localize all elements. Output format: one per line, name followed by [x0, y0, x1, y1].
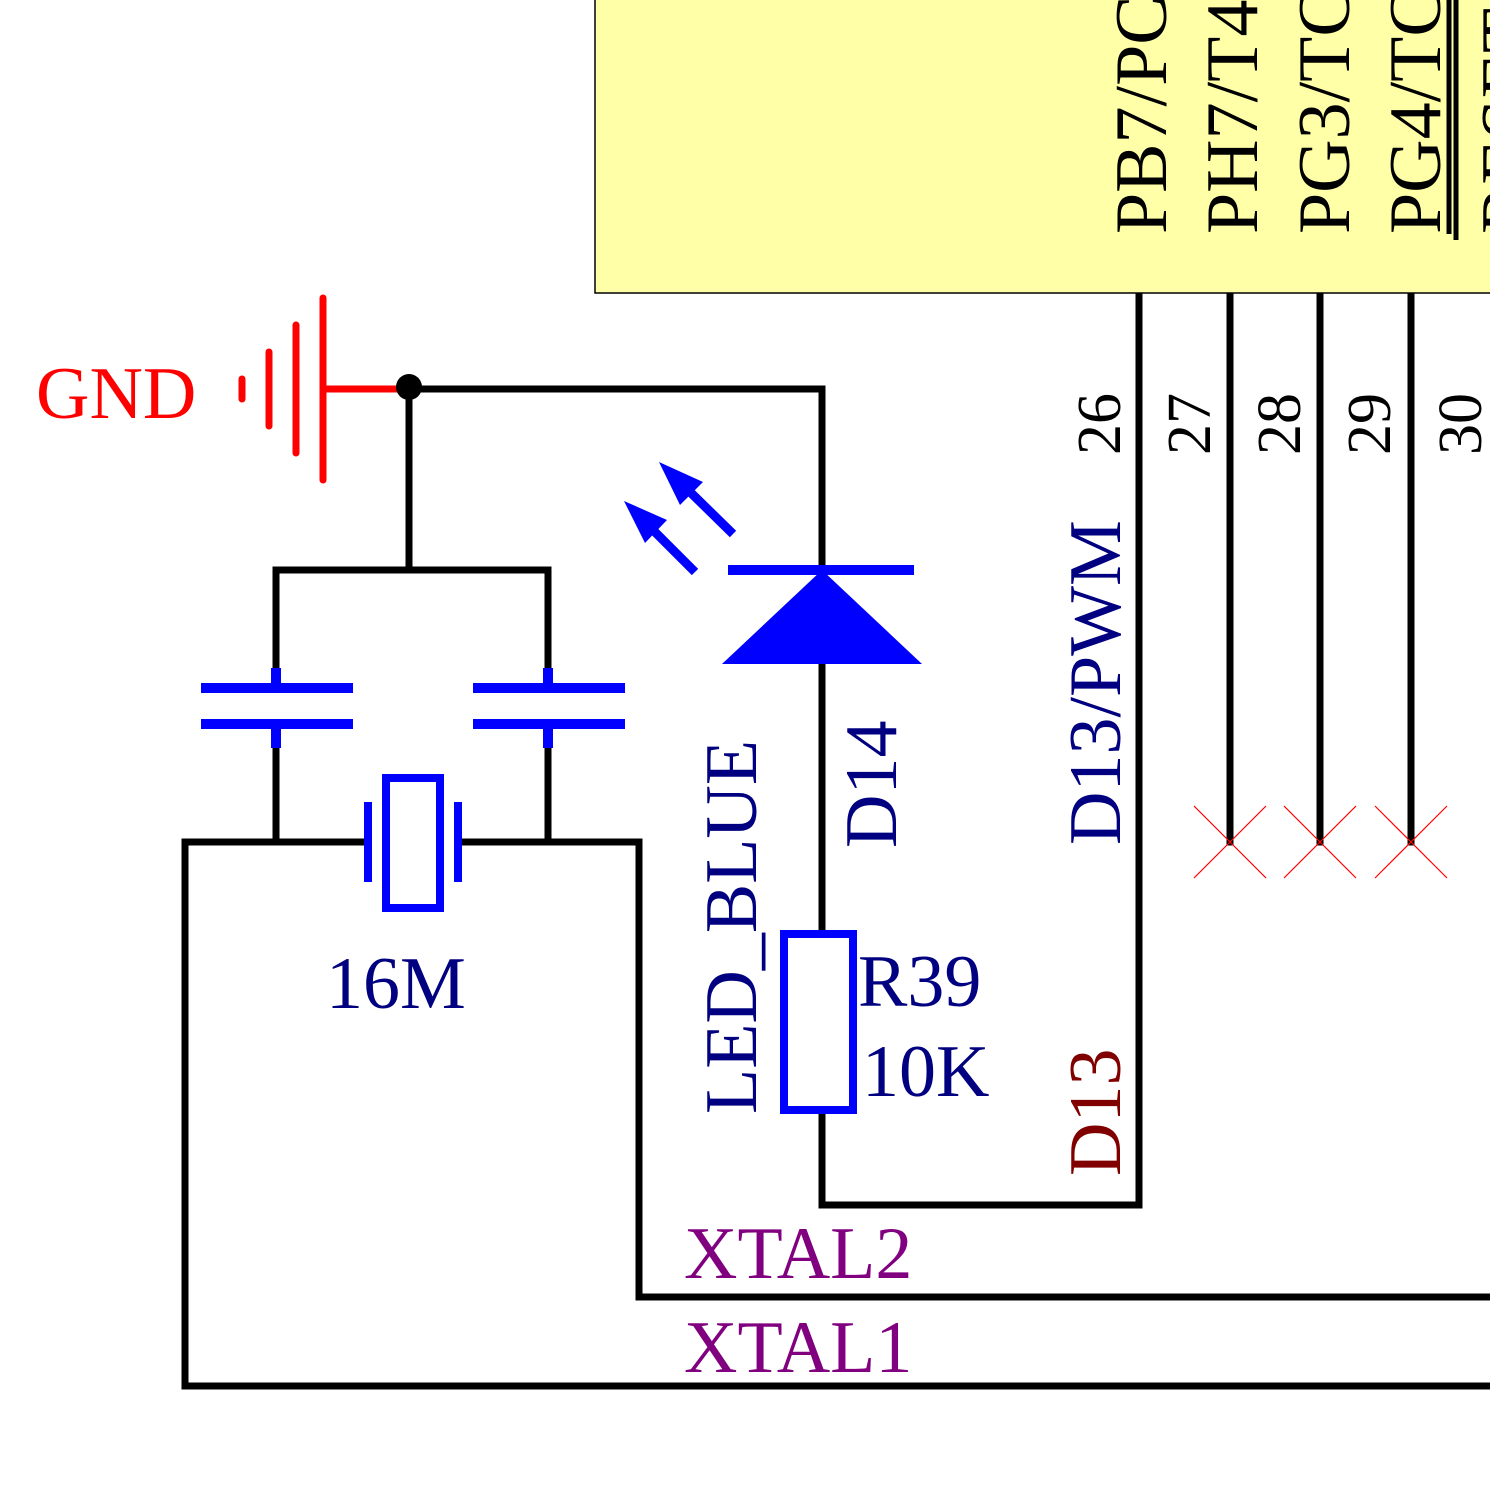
capacitor-icon	[473, 668, 625, 748]
pin-number-26: 26	[1066, 393, 1134, 455]
junction-dot-icon	[396, 374, 422, 400]
no-connect-icon	[1193, 805, 1267, 879]
pin-number-29: 29	[1336, 393, 1404, 455]
resistor-designator: R39	[858, 941, 981, 1023]
led-designator: D14	[831, 721, 913, 848]
xtal1-wire	[181, 838, 1490, 1390]
chip-pin-name-26: PB7/PC	[1101, 0, 1183, 234]
net-label-xtal2: XTAL2	[684, 1213, 912, 1295]
xtal2-wire	[458, 838, 1490, 1301]
net-label-d13: D13	[1055, 1049, 1137, 1176]
resistor-value: 10K	[862, 1031, 989, 1113]
chip-pin-name-28: PG3/TC	[1284, 0, 1366, 234]
capacitor-icon	[201, 668, 353, 748]
chip-pin-name-30: RESET	[1467, 8, 1490, 234]
chip-body	[594, 0, 1490, 294]
gnd-symbol-icon	[238, 294, 413, 484]
chip-pins: 26 27 28 29 30 D13/PWM	[1055, 293, 1490, 1209]
crystal-value: 16M	[326, 943, 466, 1025]
gnd-label: GND	[36, 353, 196, 435]
chip-pin-name-27: PH7/T4	[1192, 0, 1274, 234]
gnd-to-led-wire	[405, 385, 826, 574]
crystal-icon	[364, 774, 462, 912]
d13-wire	[818, 1106, 1143, 1209]
net-label-xtal1: XTAL1	[684, 1307, 912, 1389]
pin-number-28: 28	[1246, 393, 1314, 455]
cap-common-wire	[272, 566, 552, 672]
chip-pin-name-29: PG4/TC	[1375, 0, 1457, 234]
microcontroller-chip: PB7/PC PH7/T4 PG3/TC PG4/TC RESET	[594, 0, 1490, 294]
pin-number-30: 30	[1427, 393, 1490, 455]
led-value-label: LED_BLUE	[691, 740, 773, 1114]
no-connect-markers	[1193, 805, 1448, 879]
light-emission-arrows-icon	[624, 462, 737, 576]
no-connect-icon	[1374, 805, 1448, 879]
led-diode-icon	[722, 565, 922, 664]
pin-number-27: 27	[1156, 393, 1224, 455]
wires	[181, 385, 1490, 1390]
pin-26-net-label: D13/PWM	[1055, 520, 1137, 845]
no-connect-icon	[1283, 805, 1357, 879]
resistor-icon	[780, 930, 857, 1114]
